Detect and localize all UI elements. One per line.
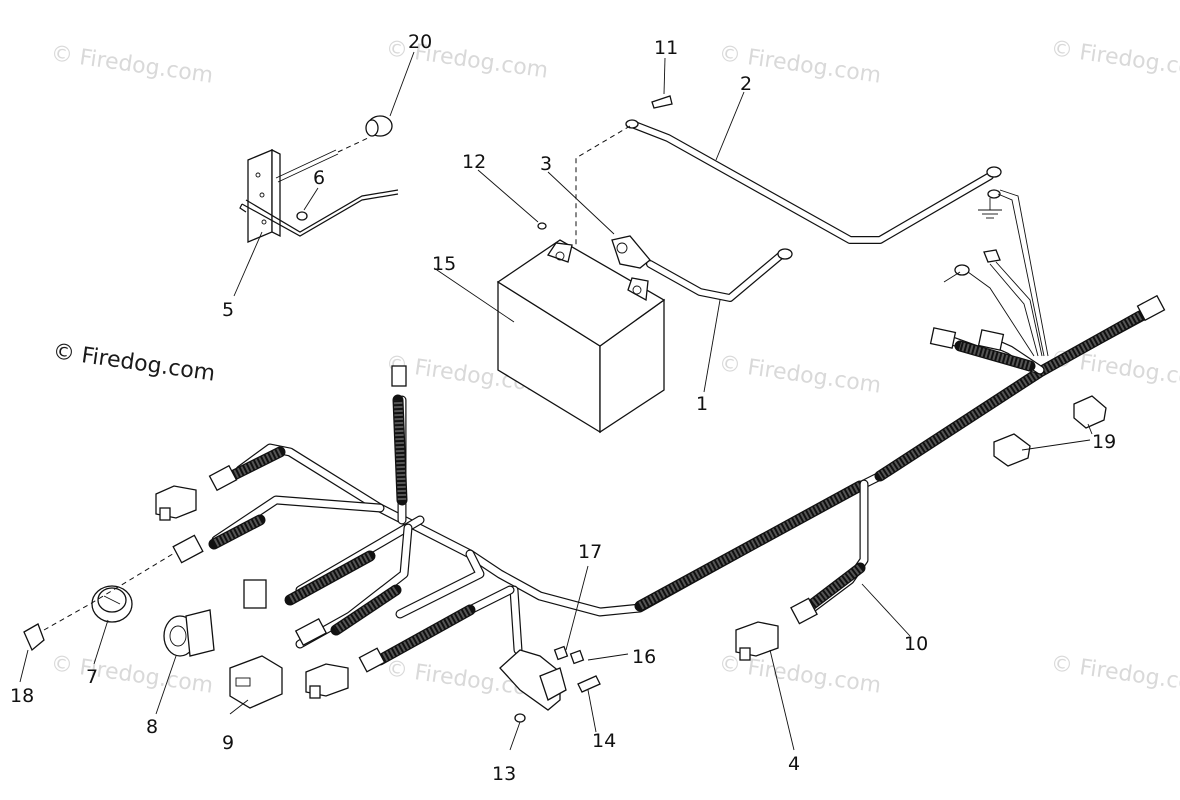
watermark-main: © Firedog.com	[51, 339, 217, 387]
watermark-text: © Firedog.com	[1049, 651, 1180, 699]
callout-20: 20	[408, 31, 432, 53]
callout-2: 2	[740, 73, 752, 95]
battery-cables	[537, 95, 1002, 302]
callouts: 1 2 3 4 5 6 7 8 9 10 11 12 13 14 15 16 1…	[10, 31, 1116, 785]
callout-9: 9	[222, 732, 234, 754]
watermark-text: © Firedog.com	[49, 651, 215, 699]
leader-lines	[19, 51, 1093, 751]
callout-11: 11	[654, 37, 678, 59]
callout-17: 17	[578, 541, 602, 563]
callout-16: 16	[632, 646, 656, 668]
callout-1: 1	[696, 393, 708, 415]
callout-18: 18	[10, 685, 34, 707]
callout-15: 15	[432, 253, 456, 275]
callout-5: 5	[222, 299, 234, 321]
harness-connectors	[172, 294, 1166, 673]
watermark-text: © Firedog.com	[49, 41, 215, 89]
callout-7: 7	[86, 666, 98, 688]
watermark-text: © Firedog.com	[1049, 36, 1180, 84]
main-harness	[208, 303, 1163, 666]
callout-19: 19	[1092, 431, 1116, 453]
callout-4: 4	[788, 753, 800, 775]
callout-10: 10	[904, 633, 928, 655]
callout-14: 14	[592, 730, 616, 752]
ground-wires	[943, 189, 1049, 357]
callout-6: 6	[313, 167, 325, 189]
callout-13: 13	[492, 763, 516, 785]
battery	[496, 239, 666, 434]
callout-3: 3	[540, 153, 552, 175]
switch-components	[23, 395, 1107, 723]
watermark-text: © Firedog.com	[717, 351, 883, 399]
callout-8: 8	[146, 716, 158, 738]
callout-12: 12	[462, 151, 486, 173]
bracket-assembly	[239, 115, 399, 243]
